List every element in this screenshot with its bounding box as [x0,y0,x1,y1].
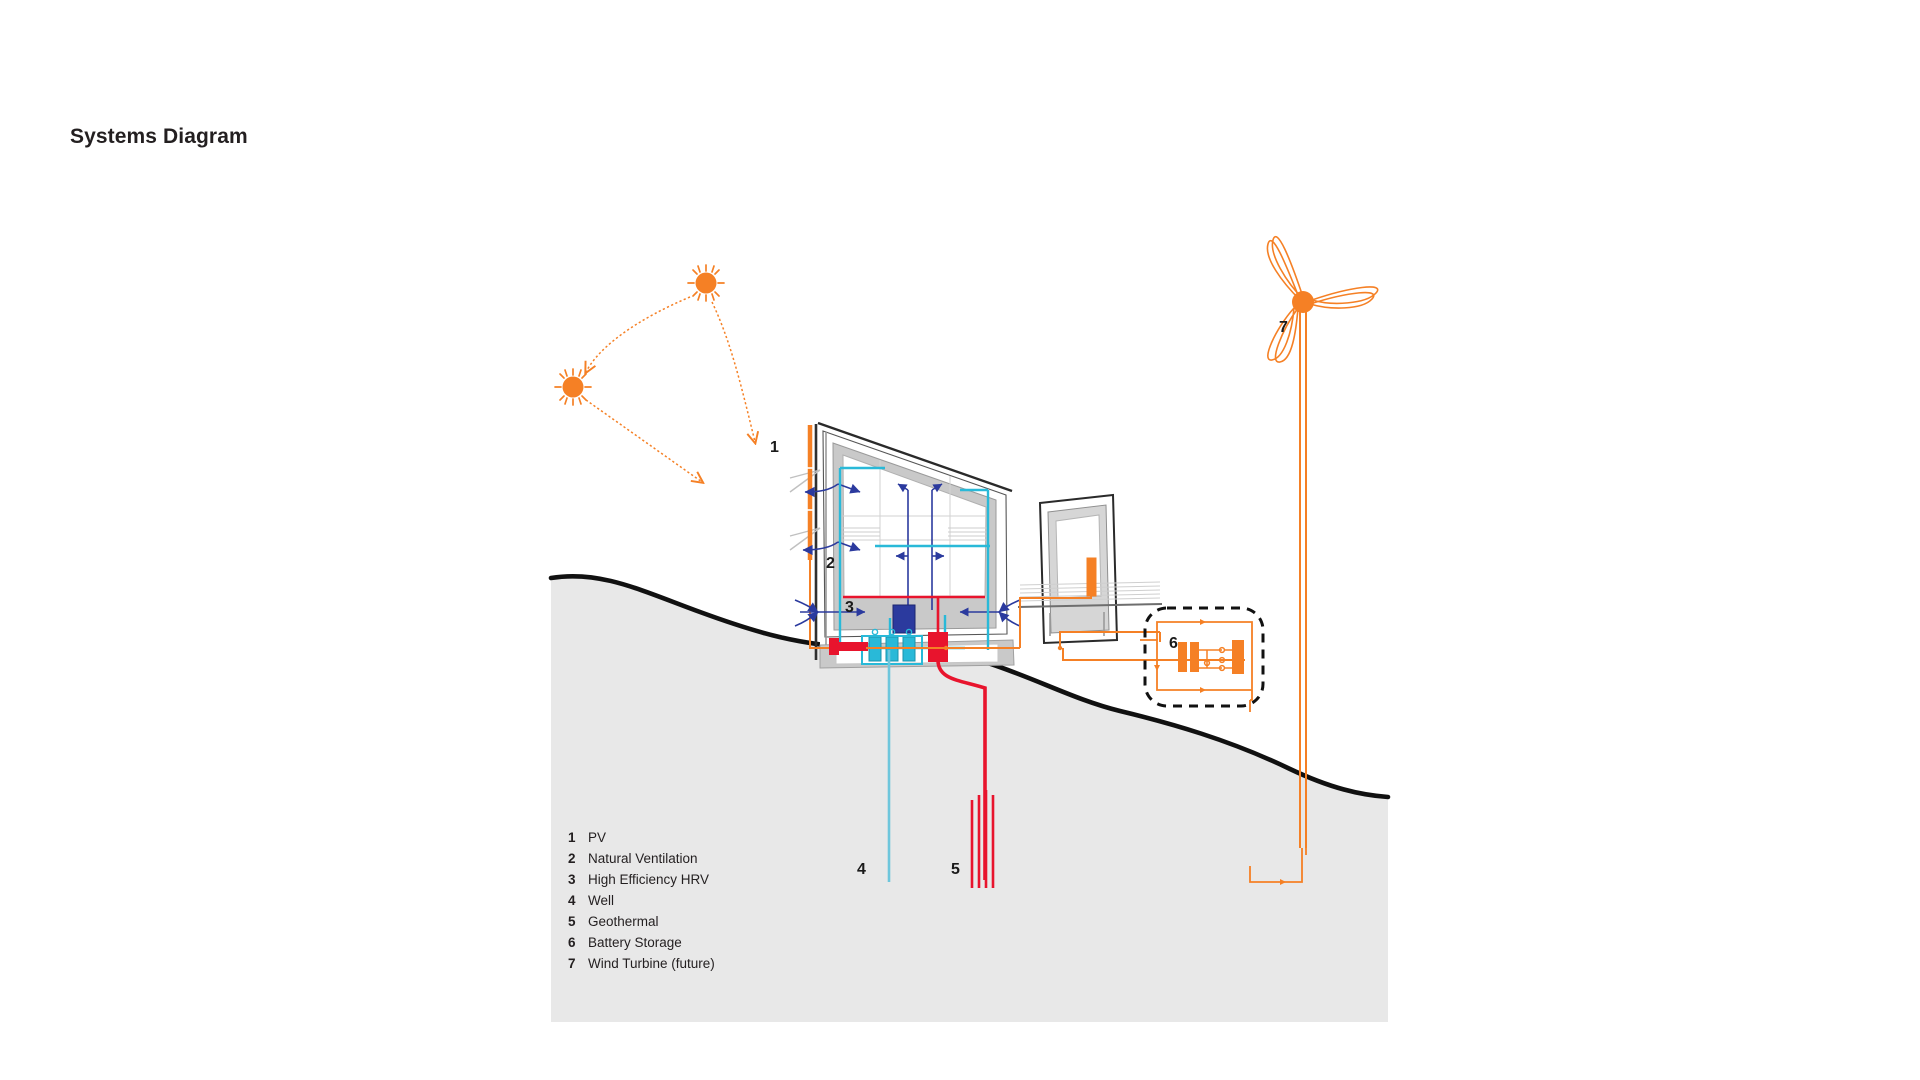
callout-wind-turbine: 7 [1279,319,1288,336]
summer-sun [687,264,725,302]
legend-number: 2 [568,851,576,866]
legend-label: Well [588,893,614,908]
building-right-wing [1017,493,1163,645]
legend-number: 6 [568,935,576,950]
callout-pv: 1 [770,439,779,456]
legend-item: 4 Well [568,893,614,908]
legend-label: Wind Turbine (future) [588,956,715,971]
winter-sun [554,368,592,406]
callout-battery: 6 [1169,635,1178,652]
legend-number: 4 [568,893,576,908]
ground-fill [551,576,1388,1022]
battery-storage [1140,606,1265,712]
legend-label: PV [588,830,606,845]
legend-item: 2 Natural Ventilation [568,851,698,866]
legend-label: Battery Storage [588,935,682,950]
legend-number: 1 [568,830,576,845]
battery-cells [1178,640,1244,674]
winter-sun-ray [585,399,702,482]
natural-ventilation-arrows [794,483,1021,627]
legend-item: 3 High Efficiency HRV [568,872,709,887]
legend-number: 3 [568,872,576,887]
right-wing-pv [1086,557,1097,597]
legend-label: Natural Ventilation [588,851,698,866]
callout-natural-ventilation: 2 [826,555,835,572]
supply-pipe-red [829,638,868,655]
legend-number: 7 [568,956,576,971]
building-main-section [789,421,1015,669]
legend-item: 6 Battery Storage [568,935,682,950]
geothermal-system [936,659,995,888]
legend-item: 7 Wind Turbine (future) [568,956,715,971]
hrv-unit [892,604,916,634]
legend-number: 5 [568,914,576,929]
page-title: Systems Diagram [70,125,248,148]
sun-path-group [585,296,755,482]
legend: 1 PV 2 Natural Ventilation 3 High Effici… [568,830,715,971]
callout-well: 4 [857,861,866,878]
legend-item: 1 PV [568,830,606,845]
wind-turbine [1249,236,1379,885]
summer-sun-ray [711,301,755,442]
operable-windows [789,469,821,551]
callout-hrv: 3 [845,599,854,616]
ground-plane [548,573,1391,1022]
legend-label: High Efficiency HRV [588,872,709,887]
legend-label: Geothermal [588,914,659,929]
legend-item: 5 Geothermal [568,914,659,929]
callout-geothermal: 5 [951,861,960,878]
sun-path-arc [586,296,691,372]
